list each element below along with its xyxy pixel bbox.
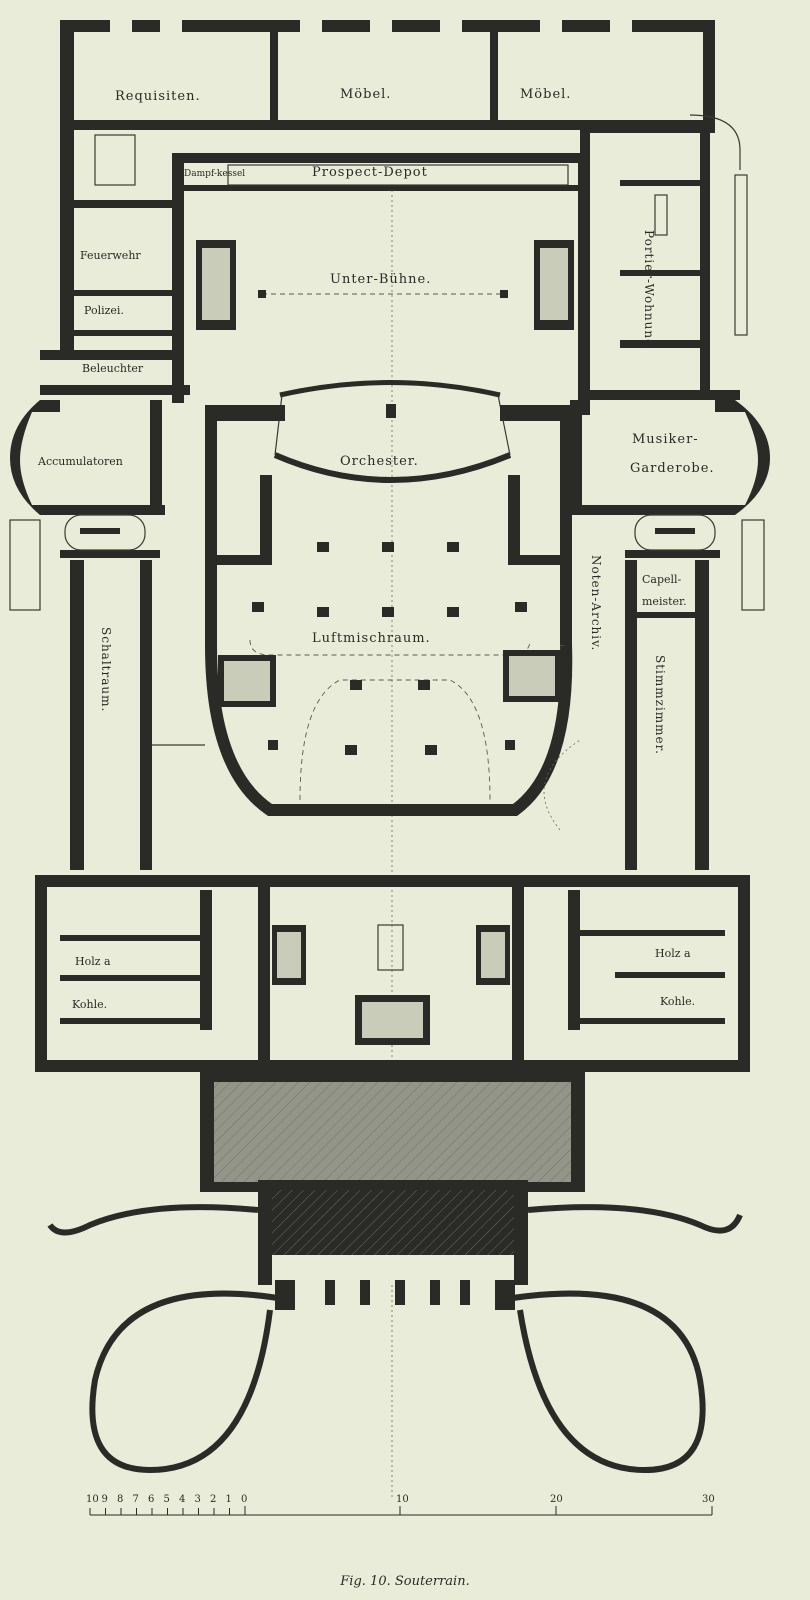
right-wing (543, 514, 765, 870)
scale-tick-label: 5 (164, 1494, 170, 1505)
label-requisiten: Requisiten. (115, 89, 201, 104)
label-kohle-right: Kohle. (660, 995, 695, 1008)
auditorium-stairs (218, 650, 561, 707)
label-noten-archiv: Noten-Archiv. (589, 555, 603, 651)
label-kohle-left: Kohle. (72, 998, 107, 1011)
top-window-piers (110, 20, 632, 32)
label-portier-wohnung: Portier-Wohnung (642, 230, 656, 348)
vestibule (200, 1072, 585, 1285)
label-polizei: Polizei. (84, 304, 124, 317)
scale-tick-label: 9 (102, 1494, 108, 1505)
scale-tick-label: 8 (117, 1494, 123, 1505)
label-garderobe: Garderobe. (630, 461, 715, 476)
auditorium-walls (205, 405, 573, 816)
label-holz-left: Holz a (75, 955, 111, 968)
label-luftmischraum: Luftmischraum. (312, 631, 431, 646)
scale-tick-label: 7 (133, 1494, 139, 1505)
label-beleuchter: Beleuchter (82, 362, 144, 375)
scale-tick-label: 10 (86, 1494, 99, 1505)
label-feuerwehr: Feuerwehr (80, 249, 141, 262)
label-dampfkessel: Dampf-kessel (184, 169, 245, 179)
auditorium-columns (252, 542, 527, 755)
lower-block-walls (35, 875, 750, 1072)
room-labels: Requisiten. Möbel. Möbel. Prospect-Depot… (37, 87, 715, 1011)
scale-tick-label: 0 (241, 1494, 247, 1505)
stage-walls (172, 153, 590, 403)
label-schaltraum: Schaltraum. (99, 627, 113, 712)
lower-stairs (272, 924, 510, 1045)
scale-tick-label: 3 (195, 1494, 201, 1505)
scale-label-30: 30 (702, 1494, 715, 1505)
label-prospect-depot: Prospect-Depot (312, 165, 428, 180)
portico-piers (275, 1280, 515, 1310)
scale-label-20: 20 (550, 1494, 563, 1505)
right-upper-rooms (590, 114, 748, 400)
scale-tick-label: 1 (226, 1494, 232, 1505)
label-orchester: Orchester. (340, 454, 419, 469)
left-upper-rooms (40, 134, 190, 395)
musiker-bay (570, 400, 770, 515)
figure-caption: Fig. 10. Souterrain. (340, 1574, 470, 1589)
scale-tick-label: 2 (210, 1494, 216, 1505)
label-stimmzimmer: Stimmzimmer. (653, 655, 667, 755)
label-moebel-2: Möbel. (520, 87, 571, 102)
label-accumulatoren: Accumulatoren (37, 455, 123, 468)
label-capellmeister-2: meister. (642, 595, 687, 608)
left-wing (9, 505, 205, 870)
driveway-ramps (47, 1204, 743, 1474)
scale-label-10: 10 (396, 1494, 409, 1505)
label-moebel-1: Möbel. (340, 87, 391, 102)
label-holz-right: Holz a (655, 947, 691, 960)
scale-tick-label: 6 (148, 1494, 154, 1505)
stage-lifts (196, 190, 574, 1500)
label-musiker: Musiker- (632, 432, 699, 447)
orchestra-pit (205, 380, 575, 483)
label-unter-buehne: Unter-Bühne. (330, 272, 431, 287)
label-capellmeister-1: Capell- (642, 573, 682, 586)
scale-tick-label: 4 (179, 1494, 185, 1505)
